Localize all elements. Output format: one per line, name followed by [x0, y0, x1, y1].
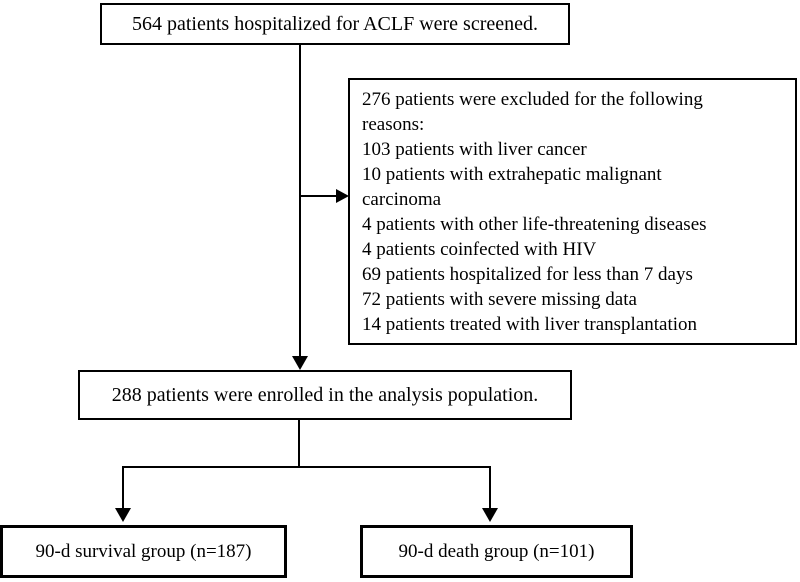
excluded-line: 276 patients were excluded for the follo…: [362, 89, 703, 110]
box-enrolled: 288 patients were enrolled in the analys…: [78, 370, 572, 420]
excluded-line: 14 patients treated with liver transplan…: [362, 314, 698, 335]
excluded-line: 103 patients with liver cancer: [362, 139, 587, 160]
excluded-line: 4 patients with other life-threatening d…: [362, 214, 707, 235]
box-death-group: 90-d death group (n=101): [360, 525, 633, 578]
box-screened-text: 564 patients hospitalized for ACLF were …: [132, 12, 538, 35]
connector-to-excluded: [300, 195, 337, 197]
excluded-line: carcinoma: [362, 189, 442, 210]
excluded-line: 72 patients with severe missing data: [362, 289, 637, 310]
connector-screened-to-enrolled: [299, 45, 301, 357]
connector-to-survival: [122, 466, 124, 508]
box-death-text: 90-d death group (n=101): [398, 540, 595, 562]
arrowhead-down-icon: [292, 356, 308, 370]
excluded-line: reasons:: [362, 114, 425, 135]
excluded-line: 69 patients hospitalized for less than 7…: [362, 264, 693, 285]
box-enrolled-text: 288 patients were enrolled in the analys…: [111, 383, 539, 406]
excluded-line: 4 patients coinfected with HIV: [362, 239, 597, 260]
excluded-line: 10 patients with extrahepatic malignant: [362, 164, 662, 185]
box-excluded: 276 patients were excluded for the follo…: [348, 78, 797, 345]
arrowhead-right-icon: [336, 189, 349, 203]
box-survival-group: 90-d survival group (n=187): [0, 525, 287, 578]
box-survival-text: 90-d survival group (n=187): [35, 540, 252, 562]
connector-enrolled-stub: [298, 420, 300, 467]
arrowhead-down-icon: [482, 508, 498, 522]
connector-to-death: [489, 466, 491, 508]
arrowhead-down-icon: [115, 508, 131, 522]
connector-branch-horizontal: [122, 466, 491, 468]
box-screened: 564 patients hospitalized for ACLF were …: [100, 3, 570, 45]
